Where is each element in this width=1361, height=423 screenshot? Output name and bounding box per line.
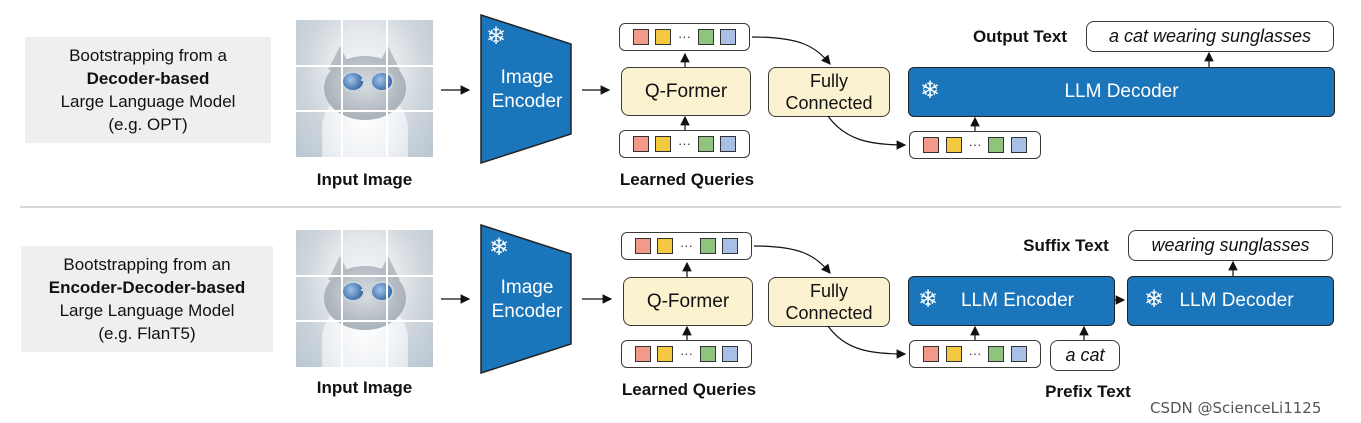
bottom-suffix-text-box: wearing sunglasses (1128, 230, 1333, 261)
bottom-llm-decoder-snowflake-icon: ❄ (1144, 286, 1165, 313)
token-yellow (655, 29, 672, 45)
top-llm-input-tokens: ··· (909, 131, 1041, 159)
top-description-line1: Bootstrapping from a (69, 46, 227, 65)
bottom-qformer: Q-Former (623, 277, 753, 326)
bottom-encoder-snowflake-icon: ❄ (489, 234, 510, 261)
top-qformer: Q-Former (621, 67, 751, 116)
bottom-llm-input-tokens: ··· (909, 340, 1041, 368)
bottom-llm-encoder: LLM Encoder (908, 276, 1115, 326)
bottom-input-image-label: Input Image (316, 378, 413, 397)
top-llm-snowflake-icon: ❄ (920, 77, 941, 104)
bottom-learned-queries-tokens: ··· (621, 340, 752, 368)
bottom-learned-queries-label: Learned Queries (621, 380, 757, 399)
top-description-line2: Decoder-based (86, 69, 210, 88)
bottom-llm-decoder: LLM Decoder (1127, 276, 1334, 326)
bottom-input-image (296, 230, 433, 367)
bottom-image-encoder (480, 224, 572, 374)
top-learned-queries-tokens: ··· (619, 130, 750, 158)
top-query-output-tokens: ··· (619, 23, 750, 51)
top-image-encoder-label: Image Encoder (491, 67, 563, 112)
bottom-image-encoder-label: Image Encoder (491, 277, 563, 322)
bottom-prefix-text-label: Prefix Text (1045, 382, 1131, 401)
top-output-text-box: a cat wearing sunglasses (1086, 21, 1334, 52)
top-image-encoder (480, 14, 572, 164)
token-red (632, 29, 649, 45)
bottom-prefix-text-box: a cat (1050, 340, 1120, 371)
top-description-line3: Large Language Model (60, 92, 236, 111)
top-input-image (296, 20, 433, 157)
bottom-suffix-text-label: Suffix Text (1023, 236, 1109, 255)
top-description-line4: (e.g. OPT) (108, 115, 188, 134)
bottom-query-output-tokens: ··· (621, 232, 752, 260)
section-divider (20, 206, 1341, 208)
top-learned-queries-label: Learned Queries (619, 170, 755, 189)
bottom-description-box: Bootstrapping from an Encoder-Decoder-ba… (21, 246, 273, 352)
watermark: CSDN @ScienceLi1125 (1150, 399, 1322, 417)
top-llm-decoder: LLM Decoder (908, 67, 1335, 117)
top-output-text-label: Output Text (972, 27, 1068, 46)
top-encoder-snowflake-icon: ❄ (486, 23, 507, 50)
top-description-box: Bootstrapping from a Decoder-based Large… (25, 37, 271, 143)
bottom-llm-encoder-snowflake-icon: ❄ (918, 286, 939, 313)
token-green (697, 29, 714, 45)
token-blue (720, 29, 737, 45)
top-input-image-label: Input Image (316, 170, 413, 189)
